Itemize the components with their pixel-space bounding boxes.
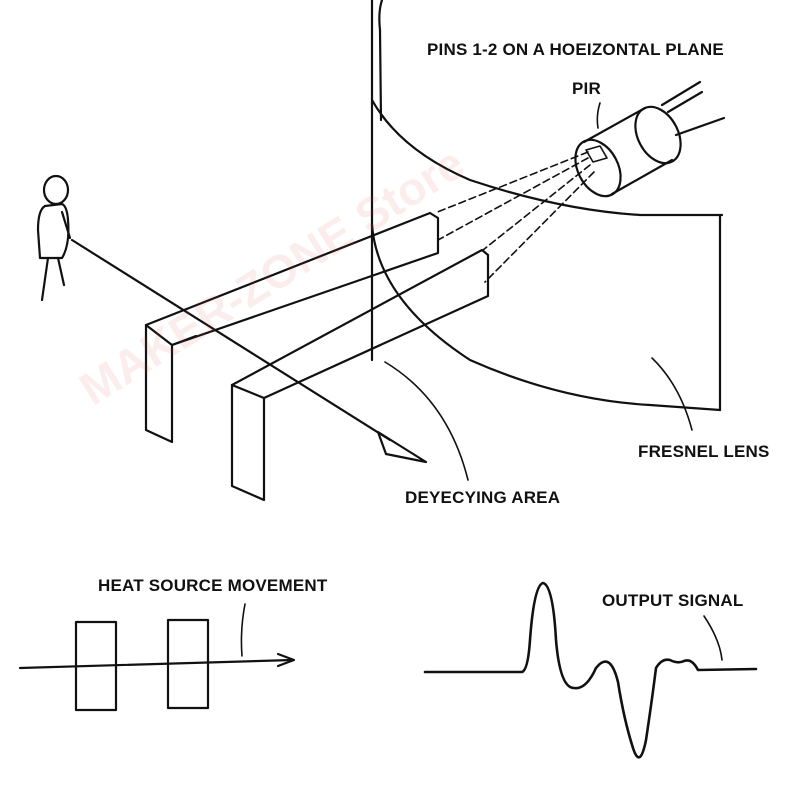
detection-beams: [434, 151, 595, 283]
output-signal-waveform: [423, 581, 758, 759]
fresnel-lens-label: FRESNEL LENS: [638, 442, 770, 461]
pins-label: PINS 1-2 ON A HOEIZONTAL PLANE: [427, 40, 724, 59]
pir-label: PIR: [572, 79, 601, 98]
detecting-area-label: DEYECYING AREA: [405, 488, 561, 507]
person-figure: [36, 174, 72, 302]
detecting-zone-2: [230, 248, 490, 502]
fresnel-lens: [370, 0, 724, 412]
pir-sensor: [574, 80, 726, 198]
output-signal-label: OUTPUT SIGNAL: [602, 591, 744, 610]
movement-arrow: [70, 238, 428, 464]
heat-source-diagram: [18, 618, 296, 712]
detecting-zone-1: [144, 211, 440, 444]
heat-source-movement-label: HEAT SOURCE MOVEMENT: [98, 576, 328, 595]
leader-lines: [240, 102, 723, 661]
